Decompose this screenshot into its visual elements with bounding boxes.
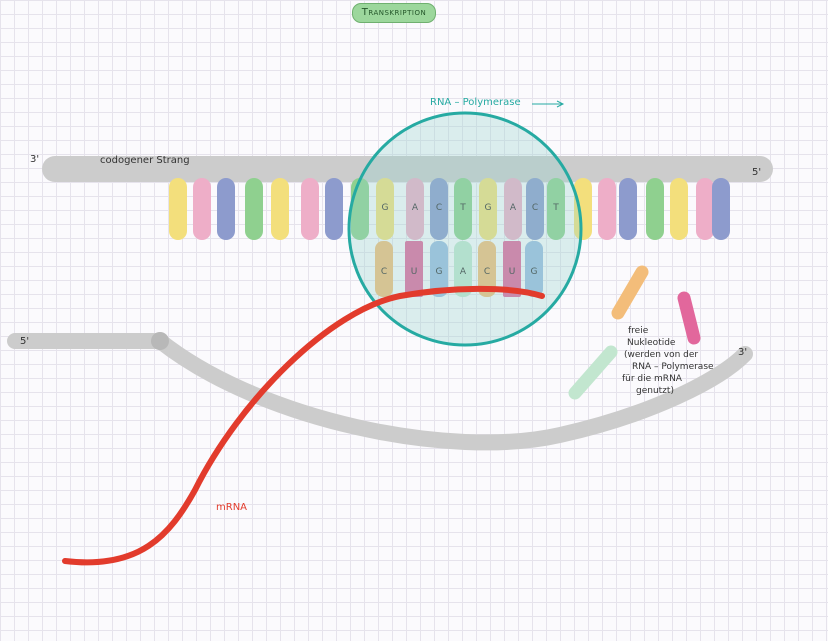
dna-nucleotide bbox=[217, 178, 235, 240]
rna-nucleotide bbox=[375, 241, 393, 297]
mrna-label: mRNA bbox=[216, 502, 248, 513]
codogenic-strand-label: codogener Strang bbox=[100, 155, 190, 166]
direction-arrowhead bbox=[556, 100, 565, 108]
diagram-title: Transkription bbox=[352, 3, 436, 23]
note-line: Nukleotide bbox=[627, 338, 676, 348]
rna-nucleotide bbox=[478, 241, 496, 297]
rna-base-letter: C bbox=[484, 267, 490, 277]
dna-nucleotide bbox=[598, 178, 616, 240]
rna-nucleotides: CUGACUG bbox=[375, 241, 543, 297]
dna-nucleotide bbox=[479, 178, 497, 240]
rna-nucleotide bbox=[405, 241, 423, 297]
dna-nucleotide bbox=[454, 178, 472, 240]
dna-nucleotide bbox=[169, 178, 187, 240]
dna-nucleotide bbox=[526, 178, 544, 240]
free-nucleotide-orange bbox=[611, 265, 649, 320]
note-line: genutzt) bbox=[636, 386, 674, 396]
rna-polymerase bbox=[347, 111, 583, 347]
rna-base-letter: G bbox=[531, 267, 538, 277]
dna-nucleotide bbox=[619, 178, 637, 240]
dna-nucleotide bbox=[245, 178, 263, 240]
dna-nucleotide bbox=[547, 178, 565, 240]
rna-nucleotide bbox=[525, 241, 543, 297]
prime3-top-label: 3' bbox=[30, 154, 40, 165]
prime3-bottom-label: 3' bbox=[738, 347, 748, 358]
dna-nucleotide bbox=[376, 178, 394, 240]
coding-strand bbox=[7, 333, 753, 451]
rna-base-letter: A bbox=[460, 267, 467, 277]
rna-nucleotide bbox=[430, 241, 448, 297]
free-nucleotide-pink bbox=[677, 291, 701, 345]
note-line: freie bbox=[628, 326, 649, 336]
rna-nucleotide bbox=[503, 241, 521, 297]
prime5-top-label: 5' bbox=[752, 167, 762, 178]
dna-nucleotide bbox=[406, 178, 424, 240]
rna-base-letter: C bbox=[381, 267, 387, 277]
dna-nucleotide bbox=[301, 178, 319, 240]
rna-base-letter: U bbox=[411, 267, 418, 277]
rna-base-letter: G bbox=[436, 267, 443, 277]
dna-base-letter: T bbox=[552, 203, 559, 213]
dna-nucleotide bbox=[670, 178, 688, 240]
strand-kink bbox=[151, 332, 169, 350]
dna-base-letter: C bbox=[532, 203, 538, 213]
note-line: RNA – Polymerase bbox=[632, 362, 714, 372]
prime5-bottom-label: 5' bbox=[20, 336, 30, 347]
dna-base-letter: A bbox=[412, 203, 419, 213]
rna-nucleotide bbox=[454, 241, 472, 297]
dna-nucleotide bbox=[271, 178, 289, 240]
dna-nucleotide bbox=[325, 178, 343, 240]
free-nucleotide-mint bbox=[568, 345, 618, 400]
dna-nucleotide bbox=[646, 178, 664, 240]
dna-base-letter: G bbox=[382, 203, 389, 213]
dna-base-letter: C bbox=[436, 203, 442, 213]
dna-base-letter: G bbox=[485, 203, 492, 213]
dna-nucleotide bbox=[430, 178, 448, 240]
polymerase-label: RNA – Polymerase bbox=[430, 97, 521, 108]
dna-base-letter: A bbox=[510, 203, 517, 213]
dna-nucleotide bbox=[712, 178, 730, 240]
rna-base-letter: U bbox=[509, 267, 516, 277]
free-nucleotides-note: freie Nukleotide (werden von der RNA – P… bbox=[622, 325, 714, 397]
dna-nucleotide bbox=[193, 178, 211, 240]
dna-nucleotide bbox=[504, 178, 522, 240]
note-line: für die mRNA bbox=[622, 374, 682, 384]
note-line: (werden von der bbox=[624, 350, 699, 360]
dna-base-letter: T bbox=[459, 203, 466, 213]
dna-nucleotide bbox=[574, 178, 592, 240]
mrna-strand bbox=[62, 285, 545, 566]
dna-nucleotide bbox=[696, 178, 714, 240]
